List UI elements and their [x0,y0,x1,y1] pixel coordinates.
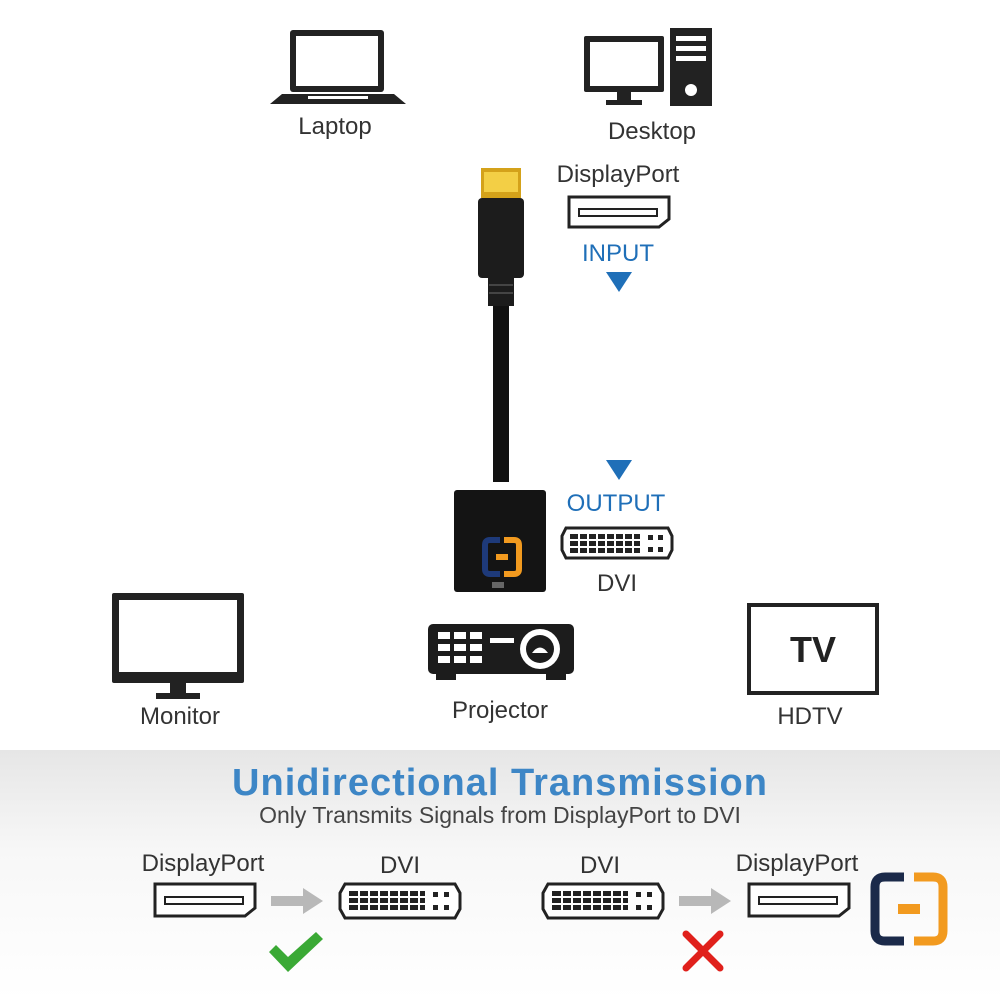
monitor-icon [112,593,244,699]
dvi-port-icon [560,526,674,560]
transmission-section [0,750,1000,1000]
hdtv-label: HDTV [777,703,843,730]
laptop-label: Laptop [298,113,372,140]
brand-logo [870,872,948,946]
check-icon [269,932,323,972]
monitor-label: Monitor [139,703,221,730]
dvi-port-icon [338,882,462,920]
displayport-port-icon [153,882,257,918]
down-arrow-icon [606,460,632,480]
right-arrow-icon [679,888,731,914]
displayport-port-icon [747,882,851,918]
valid-to-label: DVI [379,852,420,879]
invalid-to-label: DisplayPort [735,850,859,877]
invalid-from-label: DVI [579,852,620,879]
desktop-label: Desktop [607,118,697,145]
output-port-label: DVI [596,570,637,597]
transmission-subtitle: Only Transmits Signals from DisplayPort … [259,802,741,828]
output-label: OUTPUT [566,490,666,517]
projector-icon [428,624,574,680]
brand-logo-small [482,537,522,577]
input-port-label: DisplayPort [556,161,680,188]
down-arrow-icon [606,272,632,292]
displayport-port-icon [567,195,671,229]
input-label: INPUT [582,240,654,267]
right-arrow-icon [271,888,323,914]
laptop-icon [270,30,406,104]
tv-icon: TV [747,603,879,695]
transmission-title: Unidirectional Transmission [232,762,768,804]
cross-icon [682,930,724,972]
desktop-icon [584,28,712,106]
displayport-connector [454,168,546,592]
dvi-port-icon [541,882,665,920]
tv-screen-text: TV [789,629,836,670]
valid-from-label: DisplayPort [141,850,265,877]
projector-label: Projector [451,697,549,724]
